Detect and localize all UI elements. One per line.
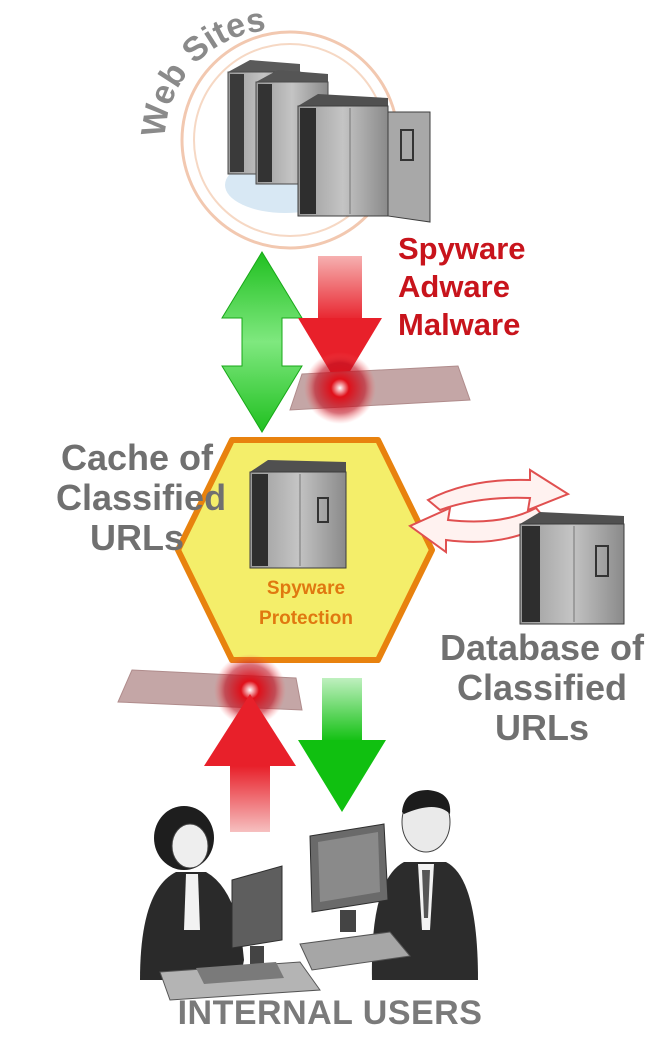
server-cluster-icon (227, 60, 431, 223)
spyware-label: Spyware (398, 231, 526, 266)
delivered-traffic-arrow-icon (298, 678, 386, 812)
server-icon (249, 460, 347, 569)
internal-users-label: INTERNAL USERS (177, 994, 483, 1032)
female-user-icon (140, 806, 321, 1001)
malware-label: Malware (398, 307, 521, 342)
sync-arrows-icon (408, 468, 571, 554)
blocked-upload-arrow-icon (204, 694, 296, 832)
spyware-protection-label: Spyware Protection (259, 578, 353, 629)
male-user-icon (299, 790, 478, 980)
allowed-traffic-arrow-icon (221, 251, 303, 433)
cache-label: Cache of Classified URLs (56, 437, 227, 558)
barrier-bottom (117, 654, 303, 726)
adware-label: Adware (398, 269, 510, 304)
database-label: Database of Classified URLs (439, 627, 645, 748)
barrier-top (289, 352, 471, 424)
database-server-icon (519, 512, 625, 625)
threat-labels: Spyware Adware Malware (398, 230, 526, 344)
